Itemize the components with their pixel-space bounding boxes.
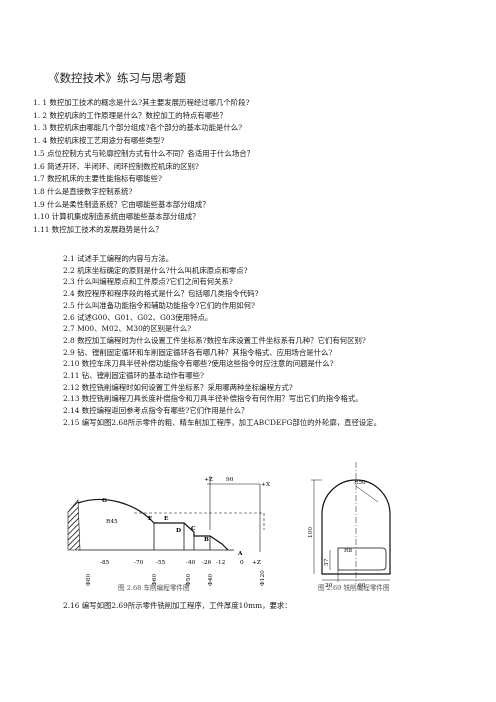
document-title: 《数控技术》练习与思考题 xyxy=(48,71,186,85)
dia-40: Φ40 xyxy=(208,574,214,586)
question-1-2: 1. 2 数控机床的工作原理是什么？数控加工的特点有哪些？ xyxy=(33,110,227,120)
question-1-4: 1. 4 数控机床按工艺用途分有哪些类型? xyxy=(33,136,165,146)
label-r45: R45 xyxy=(106,519,118,525)
question-1-3: 1. 3 数控机床由哪能几个部分组成?各个部分的基本功能是什么? xyxy=(33,123,243,133)
label-top-z: +Z xyxy=(204,477,213,483)
label-inner-37: 37 xyxy=(324,558,330,566)
z-tick-12: -12 xyxy=(216,560,226,566)
label-top-90: 90 xyxy=(226,477,234,483)
point-b: B xyxy=(204,537,209,543)
question-2-8: 2.8 数控加工编程时为什么设置工件坐标系?数控车床设置工件坐标系有几种？它们有… xyxy=(63,335,366,345)
z-tick-plus-z: +Z xyxy=(252,560,261,566)
point-f: F xyxy=(148,516,153,522)
question-2-4: 2.4 数控程序和程序段的格式是什么？包括哪几类指令代码? xyxy=(63,289,259,299)
figure-2-69-milling-drawing: R50 R8 100 37 20 60 xyxy=(308,462,391,589)
question-1-11: 1.11 数控加工技术的发展趋势是什么？ xyxy=(33,225,163,235)
dia-50: Φ50 xyxy=(186,574,192,586)
question-1-9: 1.9 什么是柔性制造系统？它由哪能些基本部分组成？ xyxy=(33,199,210,209)
part-outline-milling xyxy=(321,479,391,575)
z-tick-85: -85 xyxy=(100,560,110,566)
z-tick-0: 0 xyxy=(240,560,244,566)
point-d: D xyxy=(176,528,181,534)
label-r8: R8 xyxy=(344,548,352,554)
dia-120: Φ120 xyxy=(260,570,266,586)
figure-2-68-turning-drawing: +Z 90 +X G F E D C B A R45 -85 -70 -55 -… xyxy=(67,476,271,586)
question-2-10: 2.10 数控车床刀具半径补偿功能指令有哪些?使用这些指令时应注意的问题是什么? xyxy=(63,359,334,369)
label-width-20: 20 xyxy=(325,583,333,589)
question-1-8: 1.8 什么是直接数字控制系统? xyxy=(33,186,133,196)
label-top-x: +X xyxy=(261,482,271,488)
point-e: E xyxy=(164,516,169,522)
question-1-1: 1. 1 数控加工技术的概念是什么?其主要发展历程经过哪几个阶段? xyxy=(33,98,250,107)
label-width-60: 60 xyxy=(358,583,366,589)
caption-figure-2-69: 图 2.69 铣削编程零件图 xyxy=(318,584,390,592)
question-2-7: 2.7 M00、M02、M30的区别是什么? xyxy=(63,324,192,334)
label-height-100: 100 xyxy=(308,527,314,538)
section-2-questions: 2.1 试述手工编程的内容与方法。 2.2 机床坐标确定的原则是什么?什么叫机床… xyxy=(63,253,483,429)
question-2-6: 2.6 试述G00、G01、G02、G03使用特点。 xyxy=(63,312,213,322)
question-2-12: 2.12 数控铣削编程时如何设置工件坐标系？采用哪两种坐标编程方式? xyxy=(63,382,293,392)
point-c: C xyxy=(191,526,196,532)
question-2-2: 2.2 机床坐标确定的原则是什么?什么叫机床原点和零点? xyxy=(63,265,248,275)
label-r50: R50 xyxy=(354,480,366,486)
point-a: A xyxy=(237,551,243,557)
dia-60: Φ60 xyxy=(152,574,158,586)
z-tick-70: -70 xyxy=(134,560,144,566)
question-2-14: 2.14 数控编程返回参考点指令有哪些?它们作用是什么？ xyxy=(63,406,249,416)
question-2-11: 2.11 钻、镗削固定循环的基本动作有哪些? xyxy=(63,371,205,381)
question-1-6: 1.6 简述开环、半闭环、闭环控制数控机床的区别? xyxy=(33,161,199,171)
question-1-7: 1.7 数控机床的主要性能指标有哪能些? xyxy=(33,174,162,184)
question-2-16: 2.16 编写如图2.69所示零件铣削加工程序，工件厚度10mm，要求： xyxy=(63,601,292,610)
caption-figure-2-68: 图 2.68 车削编程零件图 xyxy=(118,584,190,592)
section-1-questions: 1. 1 数控加工技术的概念是什么?其主要发展历程经过哪几个阶段? 1. 2 数… xyxy=(33,97,473,237)
question-2-15: 2.15 编写如图2.68所示零件的粗、精车削加工程序，加工ABCDEFG部位的… xyxy=(63,417,382,427)
question-1-10: 1.10 计算机集成制造系统由哪能些基本部分组成？ xyxy=(33,212,200,222)
z-tick-40: -40 xyxy=(186,560,196,566)
z-tick-55: -55 xyxy=(156,560,166,566)
question-2-13: 2.13 数控铣削编程刀具长度补偿指令和刀具半径补偿指令有何作用？写出它们的指令… xyxy=(63,394,363,404)
point-g: G xyxy=(102,498,107,504)
question-2-3: 2.3 什么叫编程原点和工件原点?它们之间有何关系? xyxy=(63,277,233,287)
question-2-9: 2.9 钻、镗削固定循环和车削固定循环各有哪几种？其指令格式、应用场合是什么? xyxy=(63,347,333,357)
dia-80: Φ80 xyxy=(86,574,92,586)
question-2-1: 2.1 试述手工编程的内容与方法。 xyxy=(63,254,174,263)
z-tick-26: -26 xyxy=(202,560,212,566)
question-2-5: 2.5 什么叫准备功能指令和辅助功能指令?它们的作用如何? xyxy=(63,300,256,310)
question-1-5: 1.5 点位控制方式与轮廓控制方式有什么不同？各适用于什么场合？ xyxy=(33,148,255,158)
